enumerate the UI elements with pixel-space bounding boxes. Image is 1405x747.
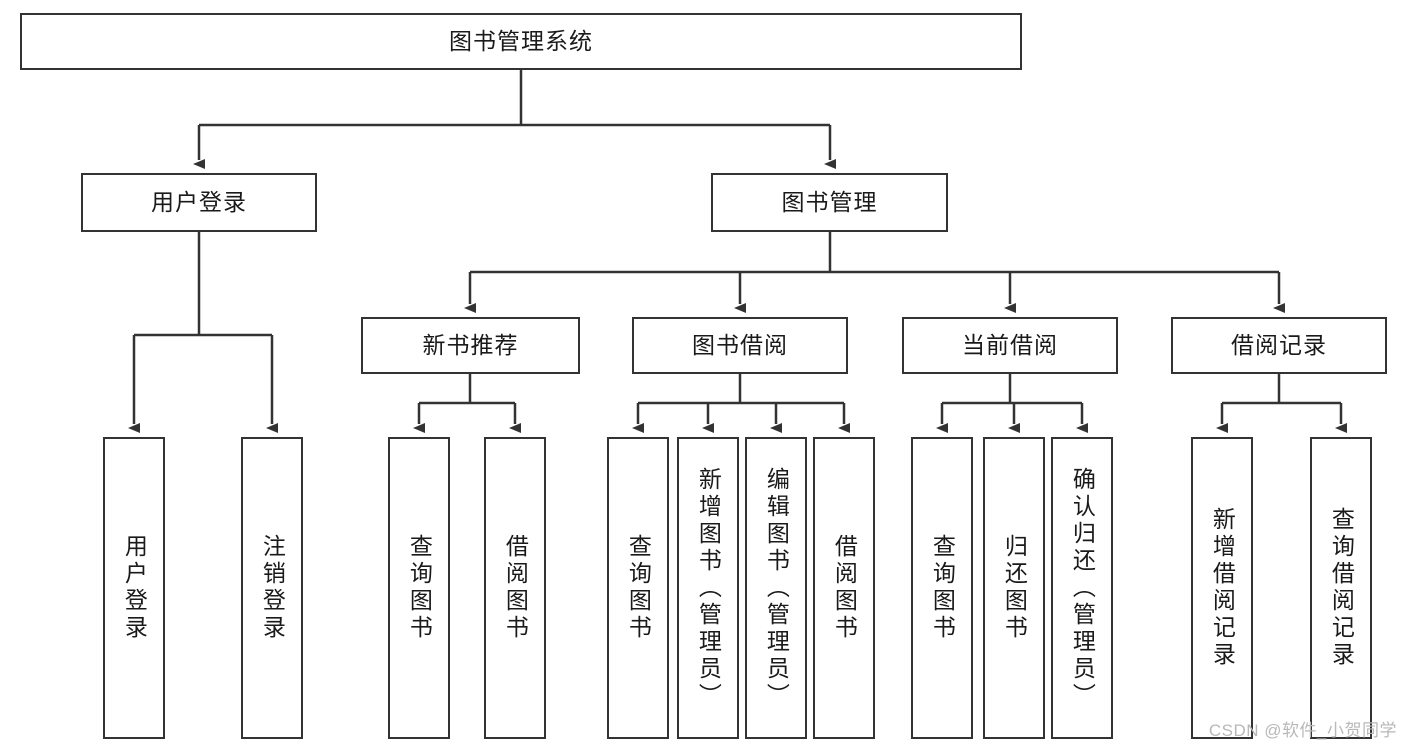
node-book-management-label: 图书管理: [781, 188, 878, 215]
node-leaf-logout-label: 注销登录: [259, 534, 286, 642]
node-borrow-record[interactable]: 借阅记录: [1171, 317, 1387, 374]
node-leaf-query-borrow-record[interactable]: 查询借阅记录: [1310, 437, 1372, 739]
node-leaf-borrow-book-rec-label: 借阅图书: [502, 534, 529, 642]
node-leaf-confirm-return-admin[interactable]: 确认归还（管理员）: [1051, 437, 1113, 739]
node-leaf-user-login[interactable]: 用户登录: [103, 437, 165, 739]
node-root-label: 图书管理系统: [449, 27, 593, 54]
node-user-login[interactable]: 用户登录: [81, 173, 317, 232]
node-leaf-confirm-return-admin-label: 确认归还（管理员）: [1069, 466, 1096, 710]
node-leaf-query-book-current[interactable]: 查询图书: [911, 437, 973, 739]
node-current-borrow-label: 当前借阅: [962, 331, 1058, 358]
node-leaf-return-book-label: 归还图书: [1001, 534, 1028, 642]
csdn-watermark: CSDN @软件_小贺同学: [1208, 721, 1397, 740]
node-leaf-add-book-admin-label: 新增图书（管理员）: [695, 466, 722, 710]
node-leaf-logout[interactable]: 注销登录: [241, 437, 303, 739]
node-leaf-query-book-current-label: 查询图书: [929, 534, 956, 642]
node-leaf-query-book-borrow-label: 查询图书: [625, 534, 652, 642]
node-leaf-query-borrow-record-label: 查询借阅记录: [1328, 507, 1355, 669]
node-leaf-add-book-admin[interactable]: 新增图书（管理员）: [677, 437, 739, 739]
node-book-borrow-label: 图书借阅: [692, 331, 788, 358]
node-book-management[interactable]: 图书管理: [711, 173, 948, 232]
node-leaf-borrow-book-rec[interactable]: 借阅图书: [484, 437, 546, 739]
node-leaf-edit-book-admin[interactable]: 编辑图书（管理员）: [745, 437, 807, 739]
node-new-book-recommend[interactable]: 新书推荐: [361, 317, 580, 374]
node-leaf-edit-book-admin-label: 编辑图书（管理员）: [763, 466, 790, 710]
node-leaf-add-borrow-record[interactable]: 新增借阅记录: [1191, 437, 1253, 739]
node-current-borrow[interactable]: 当前借阅: [902, 317, 1118, 374]
node-leaf-user-login-label: 用户登录: [121, 534, 148, 642]
node-leaf-query-book-rec-label: 查询图书: [406, 534, 433, 642]
node-book-borrow[interactable]: 图书借阅: [632, 317, 848, 374]
node-leaf-borrow-book-label: 借阅图书: [831, 534, 858, 642]
node-leaf-query-book-borrow[interactable]: 查询图书: [607, 437, 669, 739]
node-leaf-borrow-book[interactable]: 借阅图书: [813, 437, 875, 739]
node-leaf-return-book[interactable]: 归还图书: [983, 437, 1045, 739]
node-borrow-record-label: 借阅记录: [1231, 331, 1327, 358]
node-user-login-label: 用户登录: [151, 188, 247, 215]
node-new-book-recommend-label: 新书推荐: [422, 331, 519, 358]
node-root[interactable]: 图书管理系统: [20, 13, 1022, 70]
node-leaf-query-book-rec[interactable]: 查询图书: [388, 437, 450, 739]
node-leaf-add-borrow-record-label: 新增借阅记录: [1209, 507, 1236, 669]
